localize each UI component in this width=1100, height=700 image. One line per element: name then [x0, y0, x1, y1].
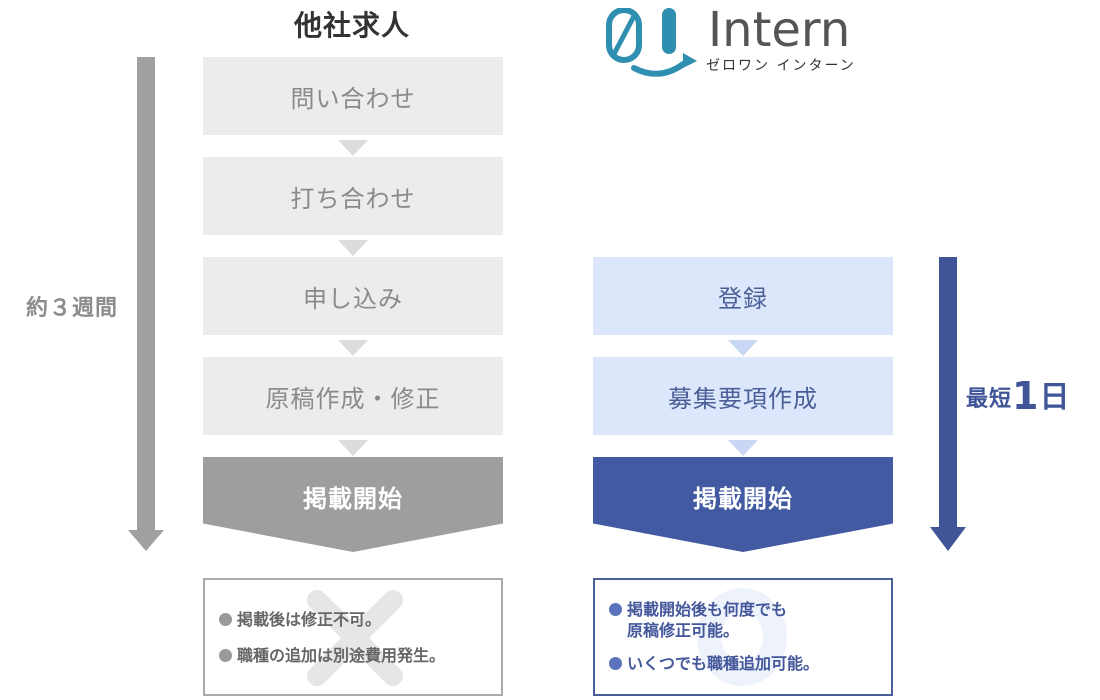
list-item-continuation: 原稿修正可能。	[627, 621, 740, 640]
competitor-column-title: 他社求人	[293, 9, 410, 42]
connector-arrow-icon	[338, 440, 368, 456]
zerone-step-publish: 掲載開始	[593, 457, 893, 552]
zerone-publish-label: 掲載開始	[693, 485, 793, 513]
duration-prefix: 最短	[966, 387, 1013, 412]
zerone-notes-box: 掲載開始後も何度でも 原稿修正可能。 いくつでも職種追加可能。	[593, 578, 893, 696]
duration-number: 1	[1012, 374, 1040, 418]
cross-mark-icon	[307, 590, 403, 686]
competitor-step-inquiry: 問い合わせ	[203, 57, 503, 135]
competitor-step-application: 申し込み	[203, 257, 503, 335]
list-item: いくつでも職種追加可能。	[609, 653, 883, 674]
connector-arrow-icon	[338, 240, 368, 256]
bullet-icon	[219, 613, 232, 626]
competitor-step-publish: 掲載開始	[203, 457, 503, 552]
connector-arrow-icon	[338, 340, 368, 356]
competitor-notes-box: 掲載後は修正不可。 職種の追加は別途費用発生。	[203, 578, 503, 696]
zero-one-intern-logo	[600, 2, 890, 80]
zerone-duration-arrow-shaft	[939, 257, 957, 529]
logo-mark-icon	[606, 8, 697, 77]
competitor-notes-list: 掲載後は修正不可。 職種の追加は別途費用発生。	[219, 580, 493, 694]
competitor-duration-arrow-shaft	[137, 57, 155, 532]
competitor-step-draft: 原稿作成・修正	[203, 357, 503, 435]
zerone-notes-list: 掲載開始後も何度でも 原稿修正可能。 いくつでも職種追加可能。	[609, 580, 883, 694]
logo-wordmark: Intern	[708, 2, 851, 58]
connector-arrow-icon	[338, 140, 368, 156]
connector-arrow-icon	[728, 440, 758, 456]
bullet-icon	[609, 603, 622, 616]
zerone-duration-label: 最短1日	[966, 372, 1070, 418]
duration-suffix: 日	[1039, 380, 1071, 415]
zerone-step-register: 登録	[593, 257, 893, 335]
list-item: 掲載後は修正不可。	[219, 609, 493, 630]
competitor-publish-label: 掲載開始	[303, 485, 403, 513]
down-arrow-icon	[128, 530, 164, 551]
bullet-icon	[609, 657, 622, 670]
list-item: 職種の追加は別途費用発生。	[219, 645, 493, 666]
down-arrow-icon	[930, 527, 966, 551]
bullet-icon	[219, 649, 232, 662]
connector-arrow-icon	[728, 340, 758, 356]
zerone-step-job-description: 募集要項作成	[593, 357, 893, 435]
logo-kana: ゼロワン インターン	[706, 58, 856, 74]
competitor-duration-label: 約３週間	[26, 296, 119, 321]
list-item: 掲載開始後も何度でも	[609, 599, 883, 620]
competitor-step-meeting: 打ち合わせ	[203, 157, 503, 235]
